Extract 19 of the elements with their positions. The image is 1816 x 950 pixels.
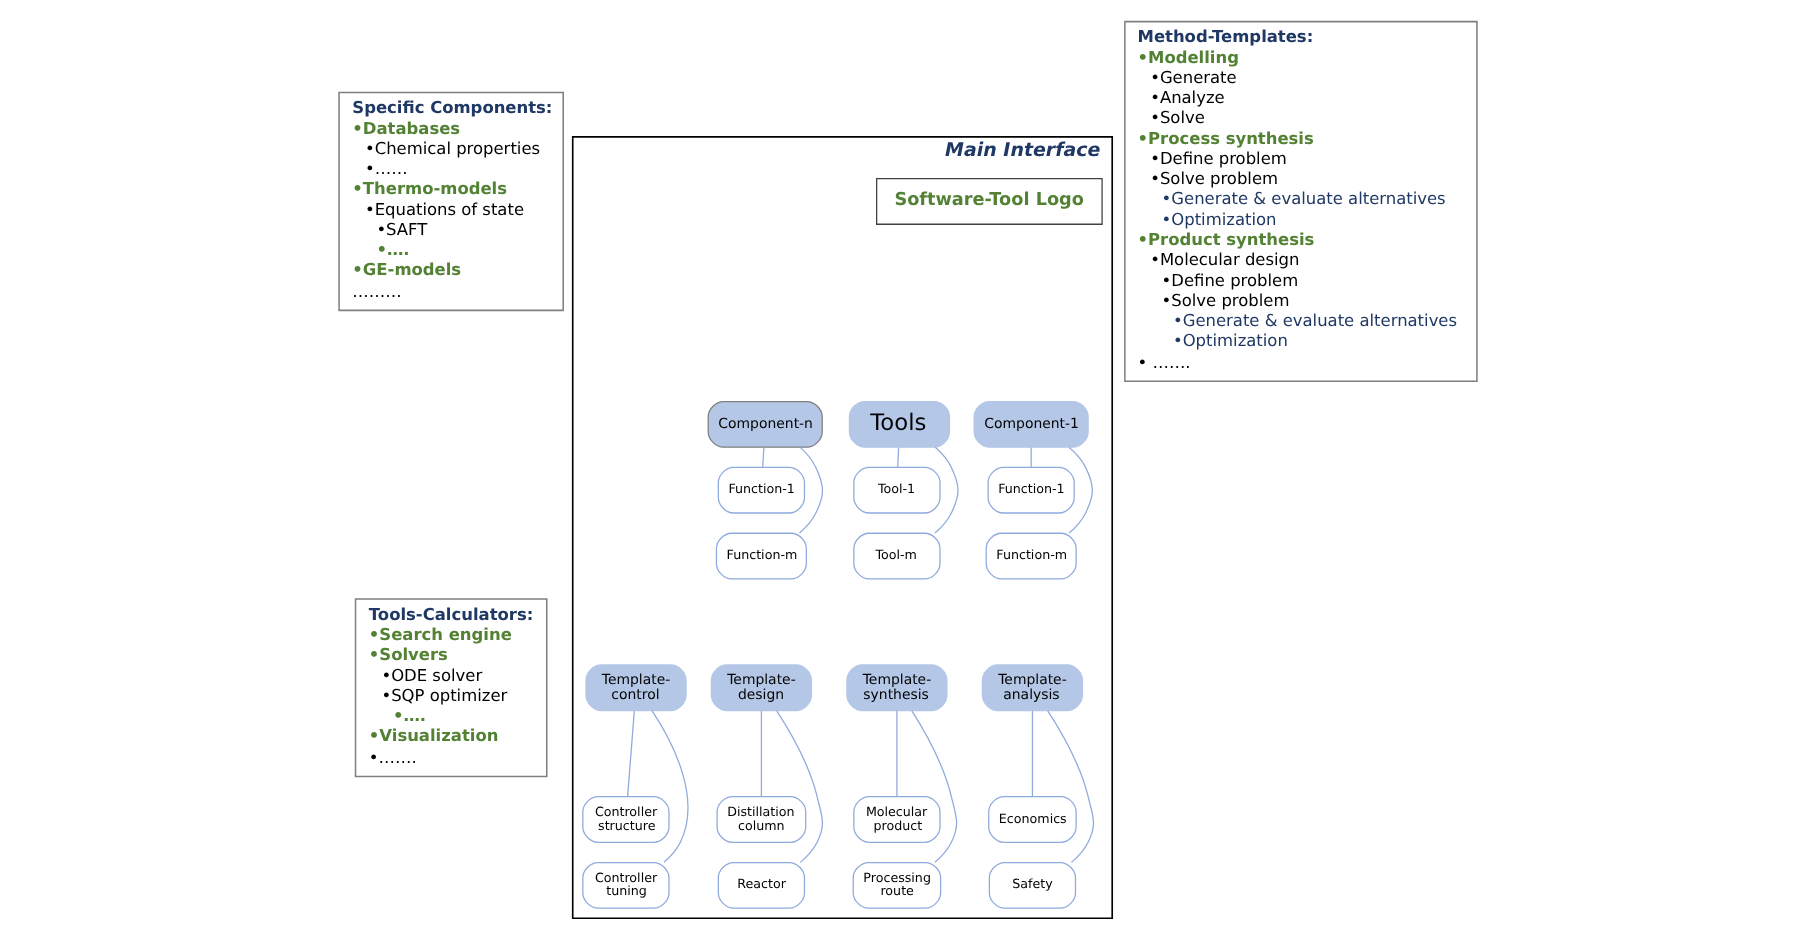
connector bbox=[1031, 710, 1034, 798]
connector bbox=[1030, 446, 1032, 468]
connector bbox=[626, 710, 635, 798]
connector bbox=[897, 446, 900, 468]
node-box: Tools bbox=[848, 400, 951, 448]
connector bbox=[762, 446, 765, 468]
connector bbox=[760, 710, 763, 798]
connector bbox=[776, 710, 824, 863]
node-box: Tools-Calculators: •Search engine •Solvers •ODE solver •SQP optimizer •…. •Visualization •……. bbox=[354, 598, 548, 778]
connector bbox=[1047, 710, 1095, 863]
connector bbox=[651, 710, 689, 863]
node-box: Software-Tool Logo bbox=[876, 178, 1103, 225]
connector bbox=[798, 446, 824, 534]
node-box: Method-Templates: •Modelling •Generate •Analyze •Solve •Process synthesis •Define problem •Solve problem •Generate & evaluate alternatives •Optimization •Product synthesis •Molecular design •Define problem •Solve problem •Generate & evaluate alternatives •Optimization • ……. bbox=[1124, 20, 1478, 383]
connector bbox=[911, 710, 958, 863]
connector bbox=[896, 710, 898, 798]
connector bbox=[1068, 446, 1093, 534]
connector bbox=[934, 446, 959, 534]
node-box: Specific Components: •Databases •Chemical properties •…… •Thermo-models •Equations of state •SAFT •…. •GE-models ……… bbox=[338, 91, 564, 312]
